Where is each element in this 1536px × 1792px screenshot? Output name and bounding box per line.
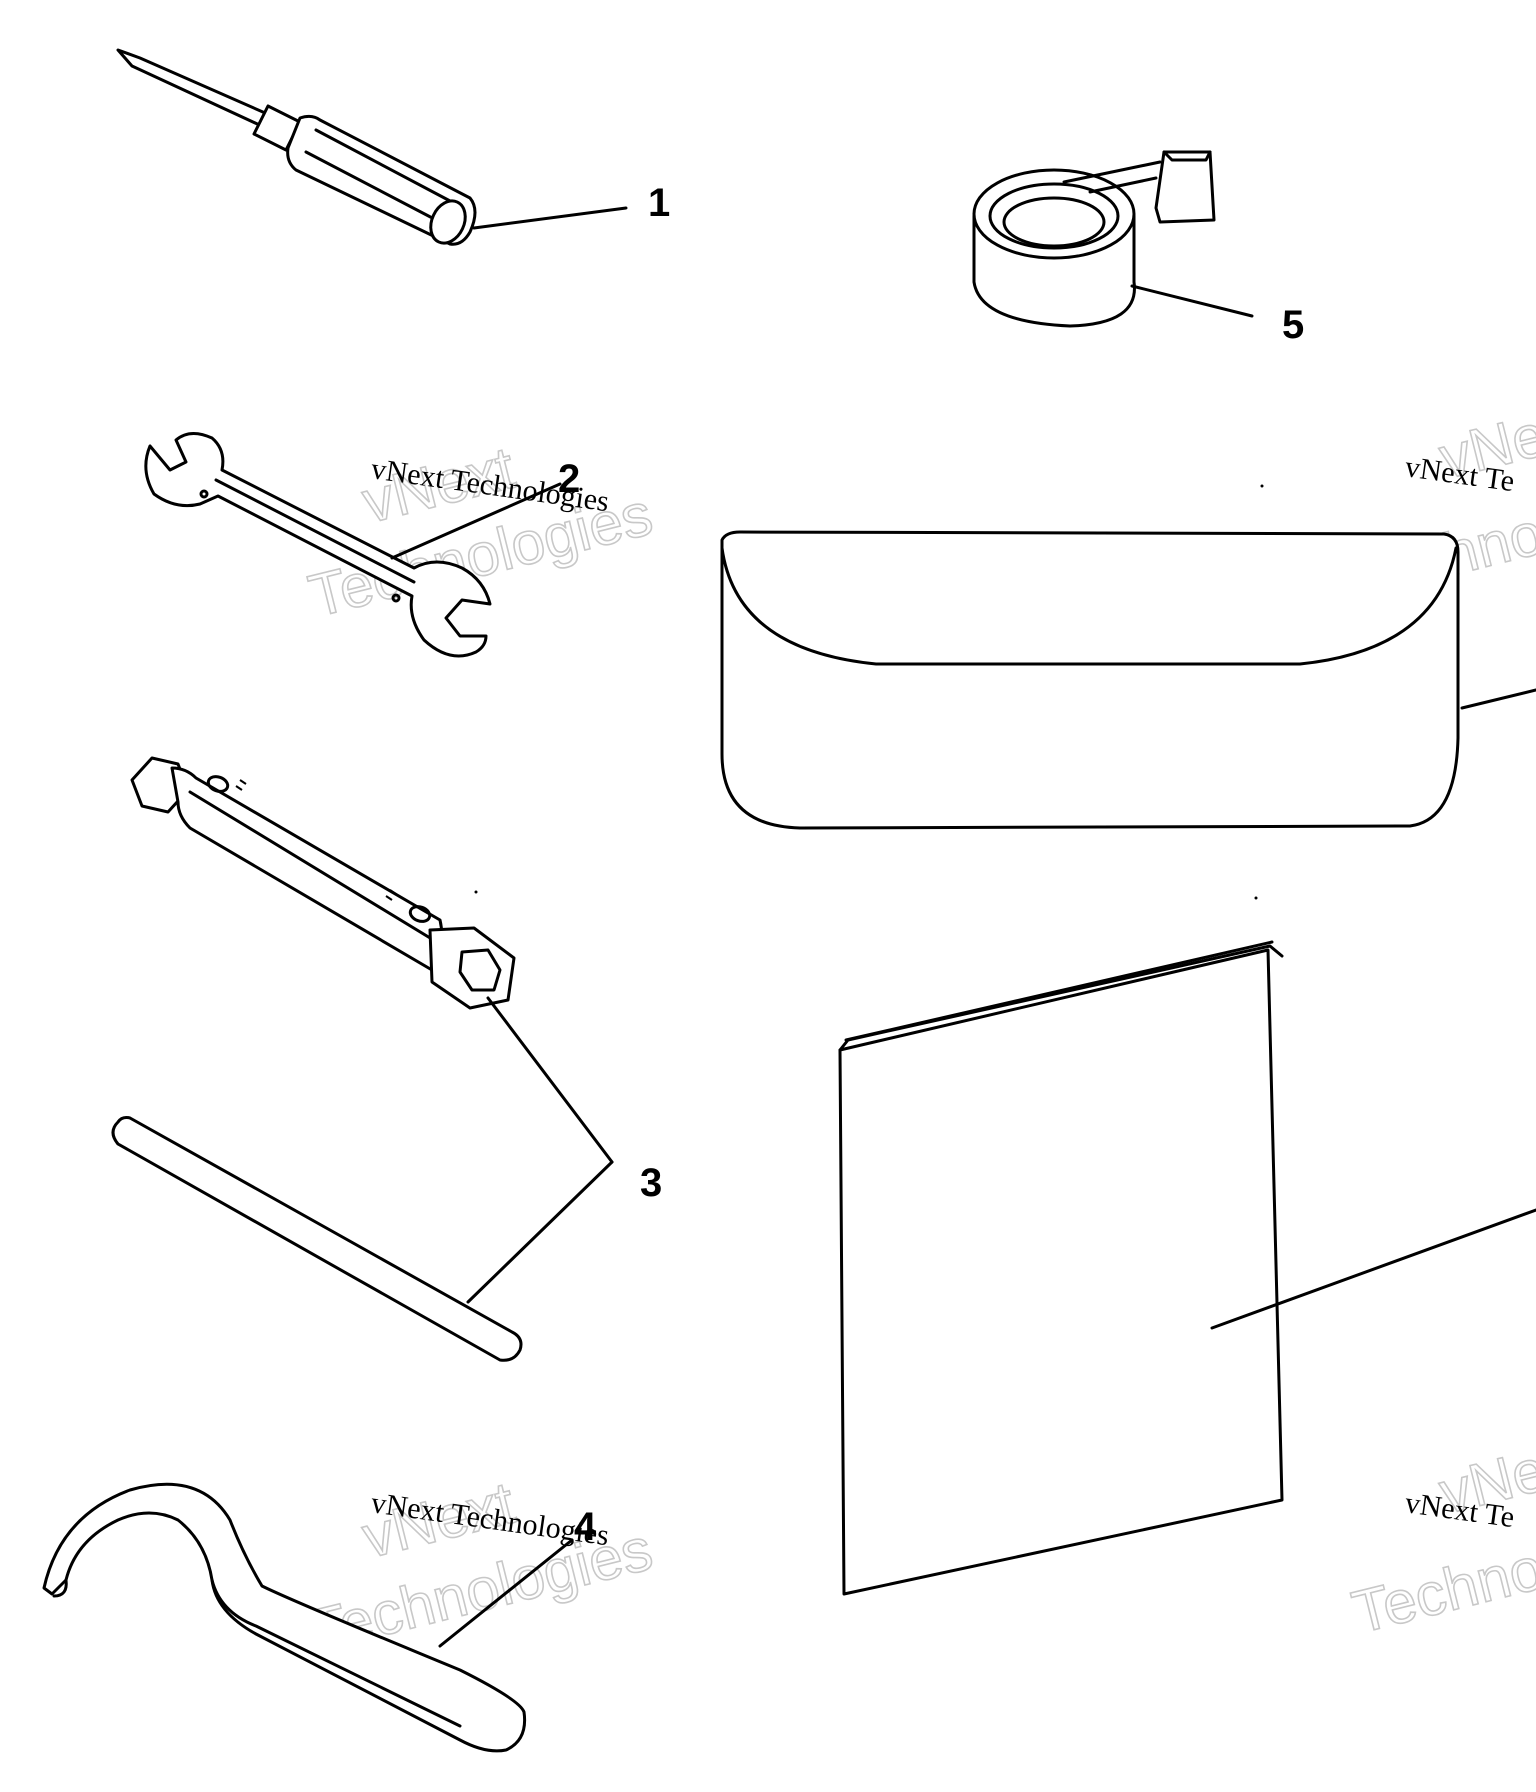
wrench-illustration: 2 — [144, 432, 580, 658]
watermark-bottom-right: vNe Techno vNext Te — [1345, 1435, 1536, 1647]
callout-number-5: 5 — [1282, 303, 1304, 347]
callout-leader-3a — [486, 996, 614, 1164]
box-spanner-illustration — [130, 756, 516, 1010]
callout-leader-manual — [1210, 1208, 1536, 1330]
callout-leader-1 — [472, 206, 628, 230]
screwdriver-illustration: 1 — [116, 48, 670, 246]
callout-leader-2 — [390, 482, 562, 560]
tape-roll-illustration: 5 — [972, 150, 1304, 347]
callout-number-3: 3 — [640, 1161, 662, 1205]
callout-number-4: 4 — [574, 1505, 597, 1549]
callout-leader-5 — [1130, 284, 1254, 318]
callout-number-1: 1 — [648, 181, 670, 225]
owners-manual-illustration — [838, 940, 1536, 1596]
tool-pouch-illustration — [720, 530, 1536, 830]
callout-leader-3b — [466, 1160, 614, 1304]
tommy-bar-illustration — [111, 1116, 523, 1362]
watermark-technologies-big-clipped: Techno — [1346, 1534, 1536, 1646]
callout-leader-4 — [438, 1538, 574, 1648]
callout-leader-pouch — [1460, 688, 1536, 710]
hook-spanner-illustration: 4 — [42, 1482, 597, 1753]
callout-number-2: 2 — [558, 457, 580, 501]
